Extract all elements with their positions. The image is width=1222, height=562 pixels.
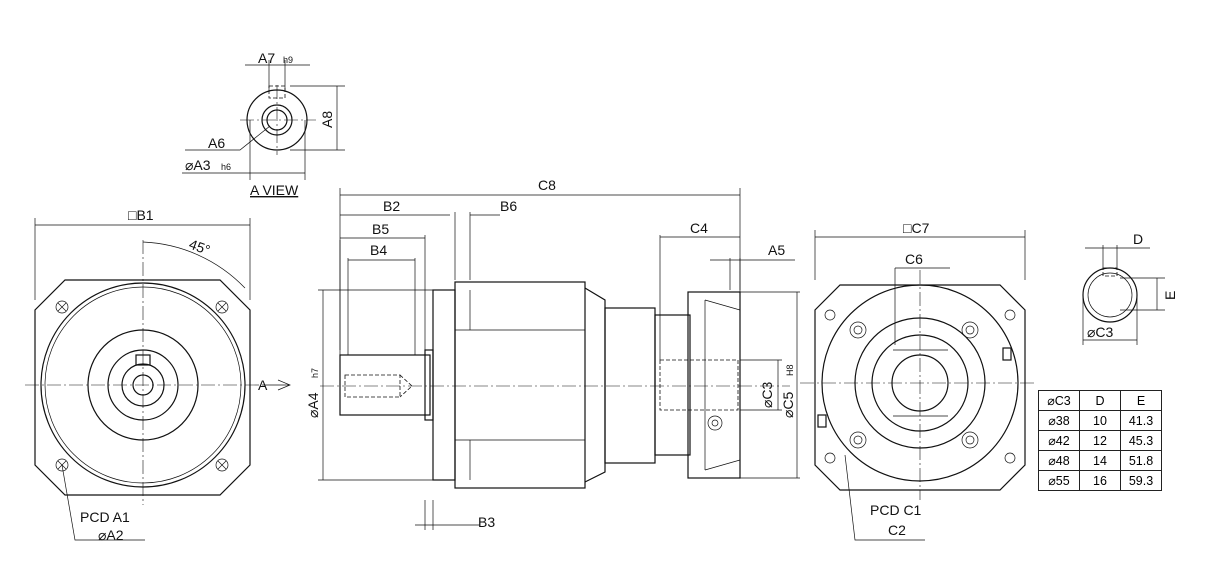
label-a7: A7 bbox=[258, 50, 275, 66]
label-a7-tol: h9 bbox=[283, 55, 293, 65]
cell: ⌀55 bbox=[1038, 470, 1080, 491]
cell: 16 bbox=[1079, 470, 1121, 491]
label-b5: B5 bbox=[372, 221, 389, 237]
label-c7: □C7 bbox=[903, 220, 930, 236]
header-e: E bbox=[1120, 390, 1162, 411]
label-b3: B3 bbox=[478, 514, 495, 530]
label-e: E bbox=[1162, 291, 1178, 300]
output-flange-view bbox=[800, 230, 1035, 541]
keyway-detail bbox=[1082, 245, 1165, 345]
side-view bbox=[318, 188, 800, 530]
label-a8: A8 bbox=[319, 111, 335, 128]
header-c3: ⌀C3 bbox=[1038, 390, 1080, 411]
label-c8: C8 bbox=[538, 177, 556, 193]
label-a3-tol: h6 bbox=[221, 162, 231, 172]
label-b6: B6 bbox=[500, 198, 517, 214]
label-c5-tol: H8 bbox=[785, 364, 795, 376]
cell: 10 bbox=[1079, 410, 1121, 431]
label-a5: A5 bbox=[768, 242, 785, 258]
label-d: D bbox=[1133, 231, 1143, 247]
label-angle: 45° bbox=[187, 236, 212, 258]
label-a3: ⌀A3 bbox=[185, 157, 211, 173]
label-b1: □B1 bbox=[128, 207, 154, 223]
label-a4: ⌀A4 bbox=[305, 392, 321, 418]
input-flange-view bbox=[25, 218, 291, 541]
label-pcd-c1: PCD C1 bbox=[870, 502, 922, 518]
table-header-row: ⌀C3 D E bbox=[1038, 390, 1162, 411]
label-c3: ⌀C3 bbox=[759, 381, 775, 408]
cell: 14 bbox=[1079, 450, 1121, 471]
label-c3-small: ⌀C3 bbox=[1087, 324, 1114, 340]
label-a2: ⌀A2 bbox=[98, 527, 124, 543]
label-c2: C2 bbox=[888, 522, 906, 538]
label-a6: A6 bbox=[208, 135, 225, 151]
cell: 41.3 bbox=[1120, 410, 1162, 431]
label-a-arrow: A bbox=[258, 377, 268, 393]
label-b2: B2 bbox=[383, 198, 400, 214]
cell: 59.3 bbox=[1120, 470, 1162, 491]
label-pcd-a1: PCD A1 bbox=[80, 509, 130, 525]
cell: 51.8 bbox=[1120, 450, 1162, 471]
cell: ⌀42 bbox=[1038, 430, 1080, 451]
cell: 45.3 bbox=[1120, 430, 1162, 451]
a-view bbox=[182, 60, 345, 180]
header-d: D bbox=[1079, 390, 1121, 411]
label-a4-tol: h7 bbox=[310, 368, 320, 378]
cell: ⌀48 bbox=[1038, 450, 1080, 471]
cell: 12 bbox=[1079, 430, 1121, 451]
label-c6: C6 bbox=[905, 251, 923, 267]
label-b4: B4 bbox=[370, 242, 387, 258]
label-c5: ⌀C5 bbox=[780, 391, 796, 418]
label-c4: C4 bbox=[690, 220, 708, 236]
cell: ⌀38 bbox=[1038, 410, 1080, 431]
label-a-view: A VIEW bbox=[250, 182, 299, 198]
